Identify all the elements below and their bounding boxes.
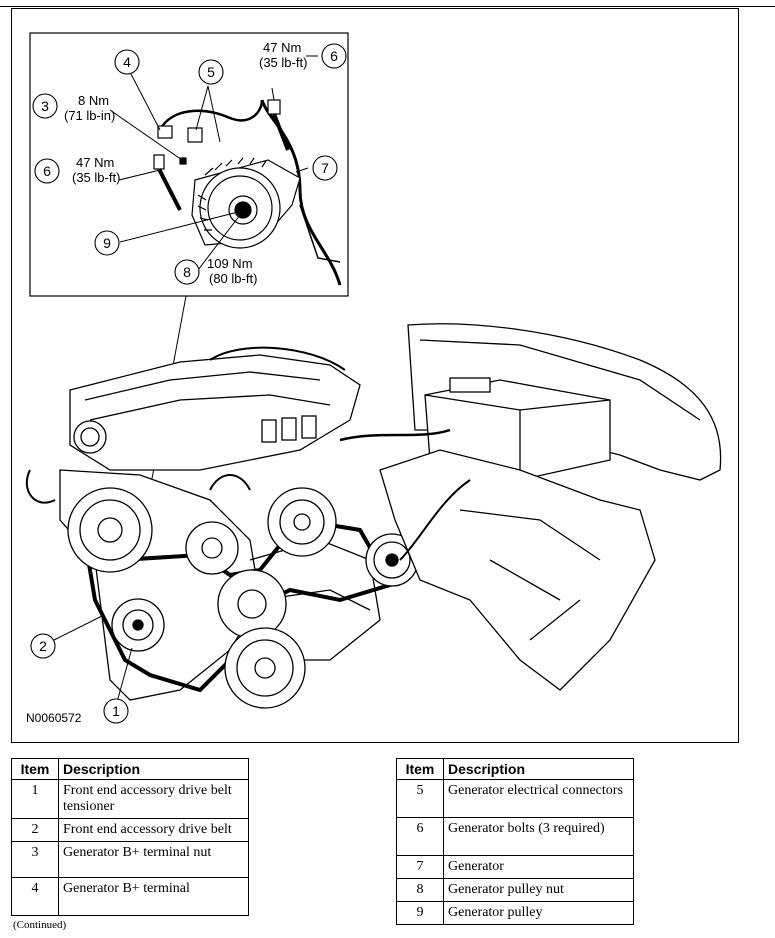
legend-item-number: 8 (396, 878, 444, 902)
battery-fender (339, 323, 722, 691)
inset-box (29, 32, 349, 297)
callout-4: 4 (123, 54, 131, 70)
legend-item-description: Generator pulley (443, 901, 634, 925)
legend-item-number: 5 (396, 779, 444, 818)
legend-item-description: Front end accessory drive belt tensioner (58, 779, 249, 819)
legend-item-number: 4 (11, 877, 59, 916)
callout-1: 1 (112, 703, 120, 719)
callout-8: 8 (183, 264, 191, 280)
figure-code: N0060572 (26, 711, 82, 725)
table-row: 7 Generator (396, 855, 634, 879)
engine-illustration: 4 5 3 6 6 7 9 8 2 1 8 Nm (71 lb-in) 47 N… (25, 32, 722, 725)
legend-item-number: 2 (11, 818, 59, 842)
continued-note: (Continued) (13, 919, 67, 931)
torque-8-nm: 109 Nm (207, 256, 253, 271)
bolt-left (153, 154, 182, 211)
legend-item-description: Generator B+ terminal nut (58, 841, 249, 878)
figure-frame (11, 8, 739, 743)
legend-item-description: Generator electrical connectors (443, 779, 634, 818)
table-row: 4 Generator B+ terminal (11, 877, 249, 916)
torque-3-imperial: (71 lb-in) (64, 108, 115, 123)
legend-header-description: Description (443, 758, 634, 780)
table-row: 8 Generator pulley nut (396, 878, 634, 902)
torque-6-left-imperial: (35 lb-ft) (72, 170, 120, 185)
legend-item-number: 3 (11, 841, 59, 878)
legend-item-description: Generator bolts (3 required) (443, 817, 634, 856)
callout-5: 5 (207, 64, 215, 80)
accessory-drive (67, 487, 419, 709)
legend-item-number: 9 (396, 901, 444, 925)
legend-item-number: 1 (11, 779, 59, 819)
callout-2: 2 (39, 638, 47, 654)
legend-item-number: 6 (396, 817, 444, 856)
legend-header-description: Description (58, 758, 249, 780)
callout-9: 9 (103, 235, 111, 251)
legend-table-left: Item Description 1 Front end accessory d… (11, 758, 249, 916)
torque-8-imperial: (80 lb-ft) (209, 271, 257, 286)
torque-6-left-nm: 47 Nm (76, 155, 114, 170)
callout-7: 7 (321, 160, 329, 176)
legend-item-description: Generator pulley nut (443, 878, 634, 902)
table-row: 5 Generator electrical connectors (396, 779, 634, 818)
torque-6-top-imperial: (35 lb-ft) (259, 55, 307, 70)
table-row: 3 Generator B+ terminal nut (11, 841, 249, 878)
table-row: 1 Front end accessory drive belt tension… (11, 779, 249, 819)
callout-circles (30, 43, 347, 724)
top-rule (0, 6, 775, 7)
callout-3: 3 (41, 98, 49, 114)
legend-item-description: Generator B+ terminal (58, 877, 249, 916)
legend-table-right: Item Description 5 Generator electrical … (396, 758, 634, 925)
legend-header-item: Item (11, 758, 59, 780)
legend-header-item: Item (396, 758, 444, 780)
callout-6-top: 6 (330, 48, 338, 64)
legend-item-description: Generator (443, 855, 634, 879)
callout-6-left: 6 (43, 163, 51, 179)
main-leaders (53, 614, 133, 703)
legend-item-number: 7 (396, 855, 444, 879)
table-row: 9 Generator pulley (396, 901, 634, 925)
generator-detail (153, 99, 342, 286)
table-row: 6 Generator bolts (3 required) (396, 817, 634, 856)
legend-item-description: Front end accessory drive belt (58, 818, 249, 842)
torque-3-nm: 8 Nm (78, 93, 109, 108)
table-row: 2 Front end accessory drive belt (11, 818, 249, 842)
torque-6-top-nm: 47 Nm (263, 40, 301, 55)
